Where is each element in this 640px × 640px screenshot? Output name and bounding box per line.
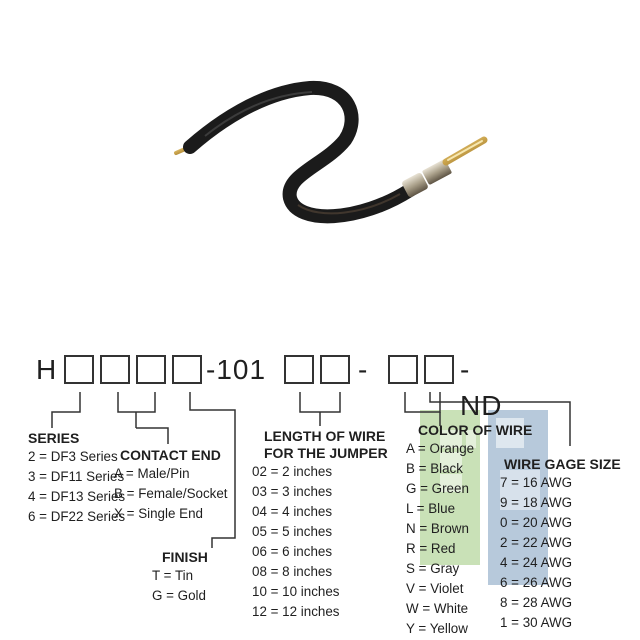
- length-item: 02 = 2 inches: [252, 464, 333, 479]
- finish-block: FINISH T = Tin G = Gold: [152, 549, 208, 606]
- pn-box-length-1: [284, 355, 314, 384]
- color-item: R = Red: [406, 541, 456, 556]
- pn-box-length-2: [320, 355, 350, 384]
- color-item: N = Brown: [406, 521, 469, 536]
- pn-suffix: -ND: [460, 354, 503, 421]
- gage-item: 9 = 18 AWG: [500, 495, 573, 510]
- gage-block: WIRE GAGE SIZE 7 = 16 AWG 9 = 18 AWG 0 =…: [500, 456, 621, 633]
- gage-item: 0 = 20 AWG: [500, 515, 573, 530]
- color-item: S = Gray: [406, 561, 460, 576]
- gage-heading: WIRE GAGE SIZE: [504, 456, 621, 472]
- series-item: 2 = DF3 Series: [28, 449, 118, 464]
- contact-end-item: A = Male/Pin: [114, 466, 190, 481]
- pn-box-gage: [424, 355, 454, 384]
- contact-end-heading: CONTACT END: [120, 447, 221, 463]
- color-item: G = Green: [406, 481, 469, 496]
- color-item: Y = Yellow: [406, 621, 468, 636]
- contact-end-item: B = Female/Socket: [114, 486, 228, 501]
- length-item: 05 = 5 inches: [252, 524, 333, 539]
- length-item: 10 = 10 inches: [252, 584, 340, 599]
- color-item: W = White: [406, 601, 469, 616]
- pn-box-series: [64, 355, 94, 384]
- contact-end-block: CONTACT END A = Male/Pin B = Female/Sock…: [114, 447, 228, 524]
- pn-prefix: H: [36, 354, 58, 385]
- color-item: V = Violet: [406, 581, 464, 596]
- gage-item: 6 = 26 AWG: [500, 575, 573, 590]
- series-item: 3 = DF11 Series: [28, 469, 125, 484]
- color-item: B = Black: [406, 461, 463, 476]
- length-item: 12 = 12 inches: [252, 604, 340, 619]
- gage-item: 1 = 30 AWG: [500, 615, 573, 630]
- finish-heading: FINISH: [162, 549, 208, 565]
- finish-item: T = Tin: [152, 568, 194, 583]
- color-item: A = Orange: [406, 441, 475, 456]
- series-item: 6 = DF22 Series: [28, 509, 126, 524]
- crimp-contact: [402, 136, 488, 198]
- pn-box-color: [388, 355, 418, 384]
- gage-item: 8 = 28 AWG: [500, 595, 573, 610]
- series-item: 4 = DF13 Series: [28, 489, 126, 504]
- series-heading: SERIES: [28, 430, 80, 446]
- length-heading-1: LENGTH OF WIRE: [264, 428, 386, 444]
- color-heading: COLOR OF WIRE: [418, 422, 533, 438]
- color-item: L = Blue: [406, 501, 456, 516]
- length-item: 03 = 3 inches: [252, 484, 333, 499]
- pn-box-finish: [172, 355, 202, 384]
- length-heading-2: FOR THE JUMPER: [264, 445, 388, 461]
- jumper-wire-photo: [174, 80, 488, 224]
- gage-item: 7 = 16 AWG: [500, 475, 573, 490]
- length-block: LENGTH OF WIRE FOR THE JUMPER 02 = 2 inc…: [252, 428, 388, 622]
- wire-body: [183, 80, 417, 224]
- length-item: 04 = 4 inches: [252, 504, 333, 519]
- pn-box-contact-1: [100, 355, 130, 384]
- contact-end-item: X = Single End: [114, 506, 203, 521]
- gage-item: 4 = 24 AWG: [500, 555, 573, 570]
- length-item: 08 = 8 inches: [252, 564, 333, 579]
- pn-sep: -: [358, 354, 369, 385]
- gage-item: 2 = 22 AWG: [500, 535, 573, 550]
- pn-box-contact-2: [136, 355, 166, 384]
- finish-item: G = Gold: [152, 588, 206, 603]
- color-block: COLOR OF WIRE A = Orange B = Black G = G…: [406, 422, 532, 639]
- series-block: SERIES 2 = DF3 Series 3 = DF11 Series 4 …: [28, 430, 125, 527]
- length-item: 06 = 6 inches: [252, 544, 333, 559]
- pn-mid: -101: [206, 354, 267, 385]
